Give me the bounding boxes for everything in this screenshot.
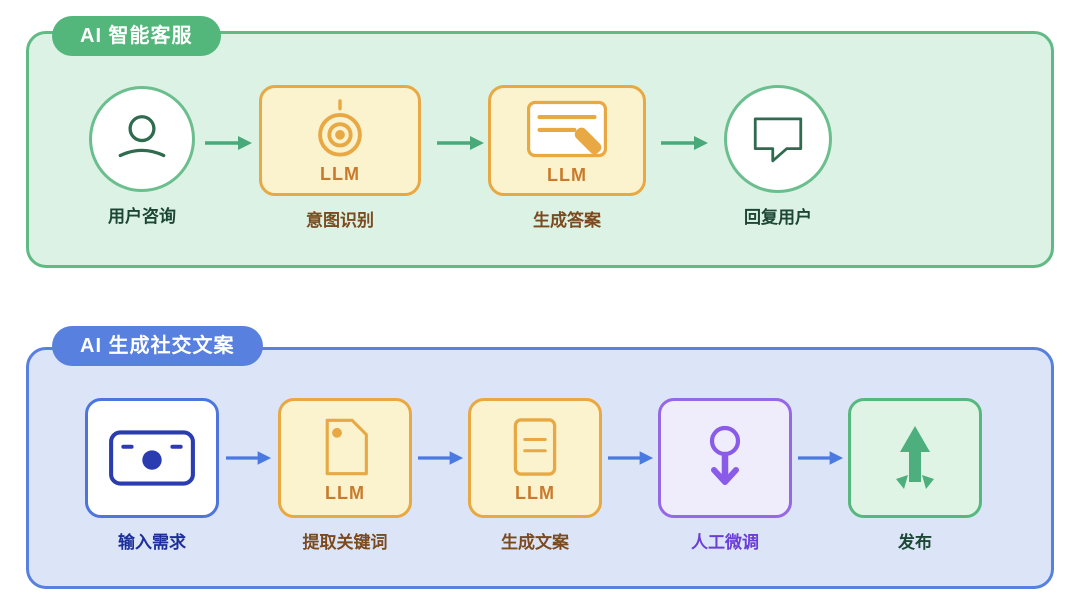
launch-arrow-icon [896,426,934,489]
user-circle [89,86,195,192]
node-label: 生成文案 [501,533,569,552]
flow-arrow [798,451,844,465]
flow-arrow [608,451,654,465]
flow-arrow [226,451,272,465]
node-label: 用户咨询 [108,207,176,226]
flow-arrow [437,136,484,150]
node-extract-keywords: LLM 提取关键词 [278,398,412,553]
node-label: 输入需求 [118,533,186,552]
llm-box: LLM [468,398,602,518]
banknote-icon [109,430,195,486]
user-icon [118,115,166,158]
node-input-requirement: 输入需求 [85,398,219,553]
node-label: 发布 [898,533,932,552]
panel1-badge: AI 智能客服 [52,16,221,56]
person-pin-icon [709,425,741,485]
note-lines-icon [513,417,557,476]
llm-label: LLM [547,165,587,185]
node-publish: 发布 [848,398,982,553]
input-box [85,398,219,518]
flow-arrow [418,451,464,465]
node-label: 提取关键词 [302,533,388,552]
publish-box [848,398,982,518]
llm-box: LLM [488,85,646,196]
node-user-query: 用户咨询 [79,86,205,227]
node-manual-finetune: 人工微调 [658,398,792,553]
document-fold-icon [325,418,368,475]
llm-label: LLM [515,482,555,503]
panel2-badge: AI 生成社交文案 [52,326,263,366]
node-intent-recognition: LLM 意图识别 [259,85,421,231]
llm-box: LLM [278,398,412,518]
node-label: 人工微调 [691,533,759,552]
node-generate-answer: LLM 生成答案 [488,85,646,231]
llm-label: LLM [320,164,360,184]
node-label: 回复用户 [744,208,812,227]
document-edit-icon [527,100,607,158]
node-reply-user: 回复用户 [722,85,834,228]
node-label: 生成答案 [533,211,601,230]
flow-arrow [661,136,708,150]
flow-arrow [205,136,252,150]
chat-bubble-icon [753,117,803,163]
node-label: 意图识别 [306,211,374,230]
llm-label: LLM [325,482,365,503]
reply-circle [724,85,832,193]
finetune-box [658,398,792,518]
llm-box: LLM [259,85,421,196]
node-generate-copy: LLM 生成文案 [468,398,602,553]
target-icon [318,99,362,157]
